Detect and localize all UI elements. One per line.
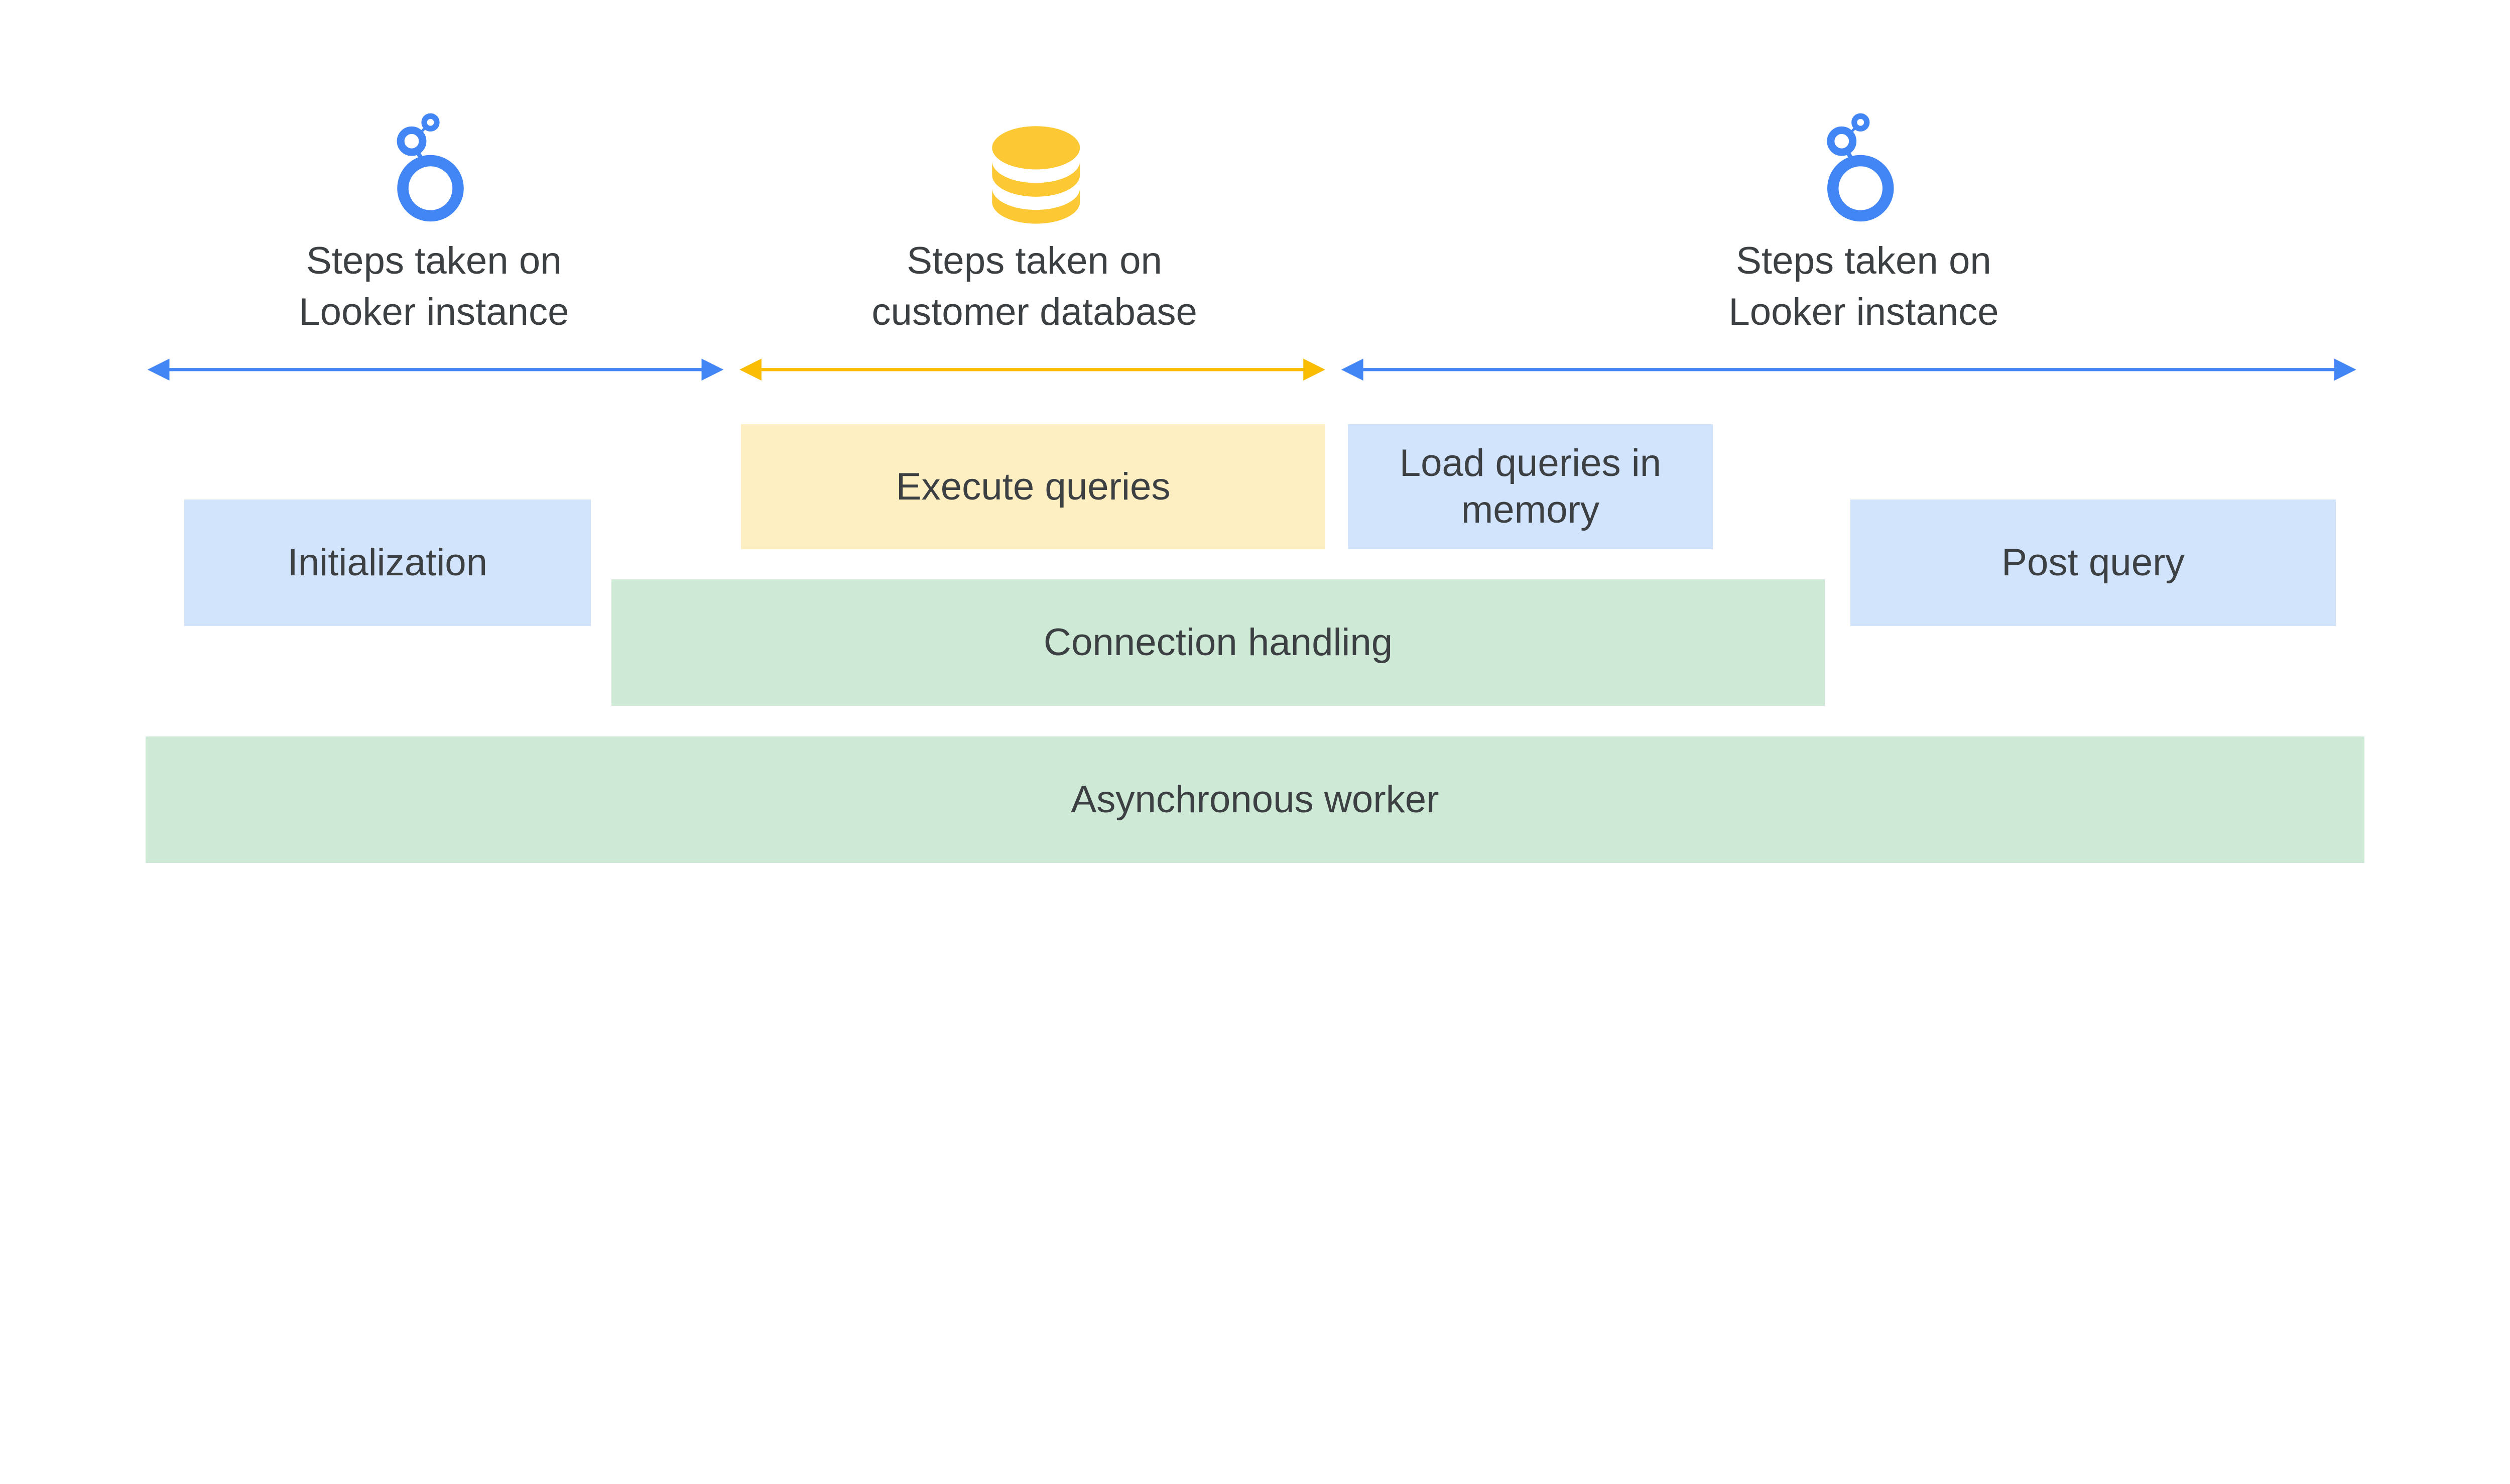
section-heading-database: Steps taken on customer database [784, 235, 1286, 338]
post-query-box: Post query [1850, 500, 2336, 626]
heading-line: Steps taken on [907, 239, 1162, 282]
looker-instance-span-arrow [1341, 358, 2356, 381]
section-heading-looker-right: Steps taken on Looker instance [1613, 235, 2115, 338]
heading-line: customer database [871, 290, 1197, 333]
box-label: Load queries in memory [1399, 441, 1662, 532]
heading-line: Steps taken on [1736, 239, 1991, 282]
section-heading-looker-left: Steps taken on Looker instance [183, 235, 685, 338]
diagram-graphics [147, 0, 2356, 381]
heading-line: Looker instance [299, 290, 569, 333]
database-icon [992, 126, 1080, 224]
load-queries-box: Load queries in memory [1348, 424, 1713, 549]
connection-handling-box: Connection handling [611, 579, 1825, 706]
box-label: Asynchronous worker [1071, 778, 1439, 821]
looker-logo-icon [1831, 116, 1888, 216]
box-label: Execute queries [896, 465, 1171, 508]
execute-queries-box: Execute queries [741, 424, 1325, 549]
heading-line: Steps taken on [306, 239, 562, 282]
looker-logo-icon [401, 116, 458, 216]
box-label: Connection handling [1043, 621, 1393, 664]
asynchronous-worker-box: Asynchronous worker [146, 736, 2364, 863]
heading-line: Looker instance [1728, 290, 1999, 333]
box-label: Post query [2001, 541, 2185, 584]
box-label: Initialization [287, 541, 488, 584]
looker-instance-span-arrow [147, 358, 724, 381]
initialization-box: Initialization [184, 500, 591, 626]
customer-database-span-arrow [739, 358, 1325, 381]
